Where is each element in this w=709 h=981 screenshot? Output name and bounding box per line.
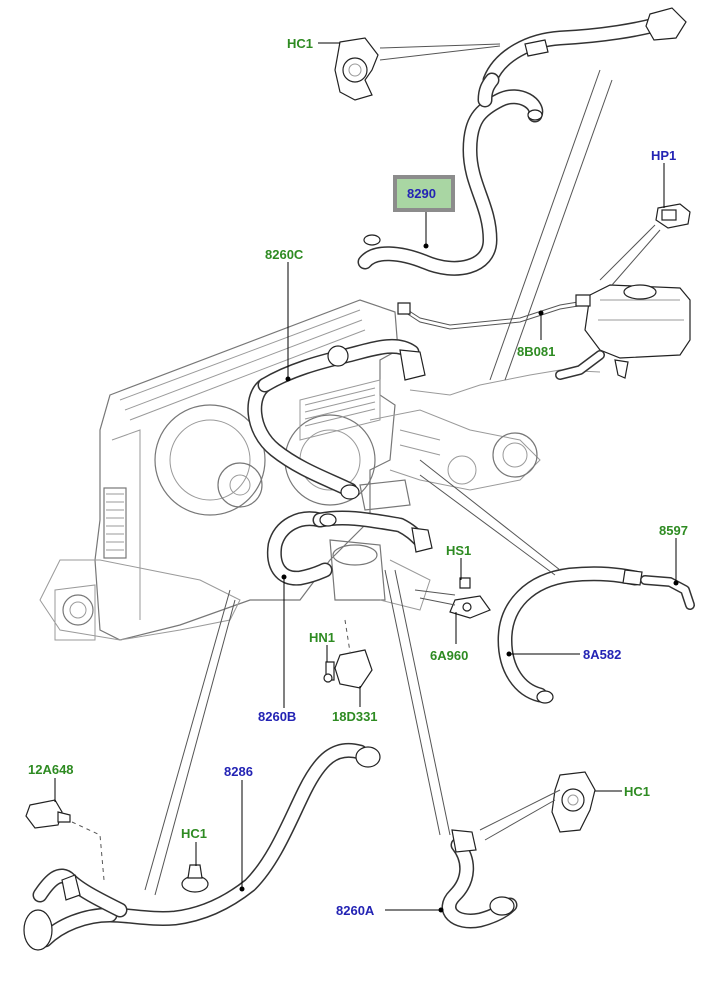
pipe-8597 [640, 575, 695, 610]
hose-8260a [441, 829, 518, 929]
guide-lines [71, 43, 661, 896]
label-8b081: 8B081 [517, 344, 555, 359]
label-8597: 8597 [659, 523, 688, 538]
hose-8260b [266, 484, 433, 586]
expansion-tank [555, 284, 691, 380]
bracket-18d331 [323, 649, 373, 689]
label-hs1: HS1 [446, 543, 471, 558]
clamp-hc1-top [334, 37, 379, 101]
sensor-12a648 [25, 799, 71, 829]
label-hn1: HN1 [309, 630, 335, 645]
bracket-6a960 [449, 577, 491, 619]
label-8286: 8286 [224, 764, 253, 779]
hose-8a582 [497, 566, 643, 704]
label-8290-highlight [397, 179, 451, 208]
hose-8260c [247, 338, 426, 498]
sensor-hp1 [655, 203, 691, 229]
clamp-hc1-left [181, 864, 209, 893]
label-8260c: 8260C [265, 247, 304, 262]
label-18d331: 18D331 [332, 709, 378, 724]
radiator-assembly-drawing [39, 299, 601, 641]
label-8a582: 8A582 [583, 647, 621, 662]
label-8260b: 8260B [258, 709, 296, 724]
hose-8286 [23, 742, 381, 951]
clamp-hc1-right [551, 771, 596, 833]
label-8260a: 8260A [336, 903, 375, 918]
label-12a648: 12A648 [28, 762, 74, 777]
label-hc1-top: HC1 [287, 36, 313, 51]
label-8290: 8290 [407, 186, 436, 201]
hose-8290 [357, 7, 687, 276]
label-hp1: HP1 [651, 148, 676, 163]
pipe-8b081 [397, 294, 591, 330]
label-6a960: 6A960 [430, 648, 468, 663]
label-hc1-right: HC1 [624, 784, 650, 799]
part-labels: HC1 8290 HP1 8260C 8B081 8597 HS1 6A960 … [28, 36, 688, 918]
leader-lines [54, 42, 679, 913]
label-hc1-left: HC1 [181, 826, 207, 841]
